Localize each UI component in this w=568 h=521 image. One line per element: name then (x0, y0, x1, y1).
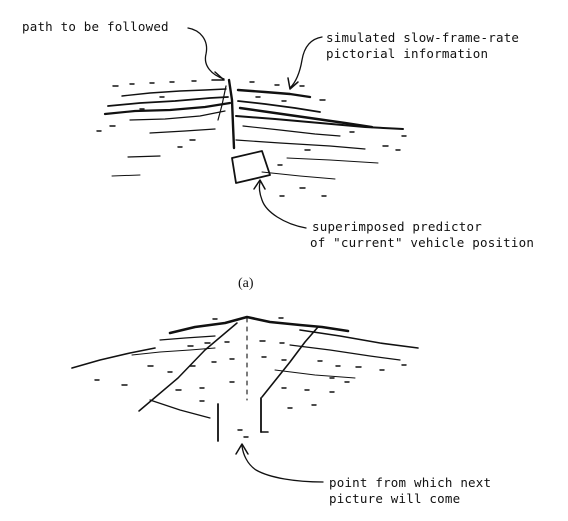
horizon-ridge (170, 317, 348, 333)
label-point-line2: picture will come (329, 491, 460, 506)
predictor-box (232, 151, 270, 183)
terrain-line-10 (236, 140, 365, 149)
leader-path (188, 28, 224, 79)
label-point-line1: point from which next (329, 475, 491, 490)
terrain-line-5 (238, 90, 310, 97)
terrain-line-14 (262, 172, 335, 179)
terrain-line-15 (112, 175, 140, 176)
terrain-line-12 (128, 156, 160, 157)
label-pictorial-info-line1: simulated slow-frame-rate (326, 30, 519, 45)
leader-predictor (259, 182, 306, 228)
terrain-right-low (275, 370, 355, 378)
terrain-left-long (72, 348, 155, 368)
terrain-line-2 (108, 97, 228, 106)
leader-pictorial (290, 37, 322, 88)
terrain-line-8 (236, 116, 403, 129)
road-edge-left (139, 323, 237, 411)
road-edge-left-inner (150, 400, 210, 418)
path-to-be-followed (229, 80, 234, 148)
caption-a: (a) (238, 276, 254, 292)
terrain-line-11 (150, 129, 215, 133)
label-predictor-line1: superimposed predictor (312, 219, 482, 234)
label-path-to-be-followed: path to be followed (22, 19, 169, 34)
terrain-line-13 (287, 158, 378, 163)
terrain-dashes-b (95, 318, 406, 437)
terrain-line-1 (122, 89, 226, 96)
terrain-line-9 (243, 126, 340, 136)
label-pictorial-info-line2: pictorial information (326, 46, 488, 61)
terrain-right-mid (290, 345, 400, 360)
terrain-right-long (300, 330, 418, 348)
panel-b-sketch (72, 317, 418, 482)
leader-point (242, 446, 323, 482)
label-predictor-line2: of "current" vehicle position (310, 235, 534, 250)
horizon-ridge-left-spread (160, 336, 215, 340)
road-edge-right (262, 327, 318, 397)
terrain-line-4 (130, 111, 225, 120)
